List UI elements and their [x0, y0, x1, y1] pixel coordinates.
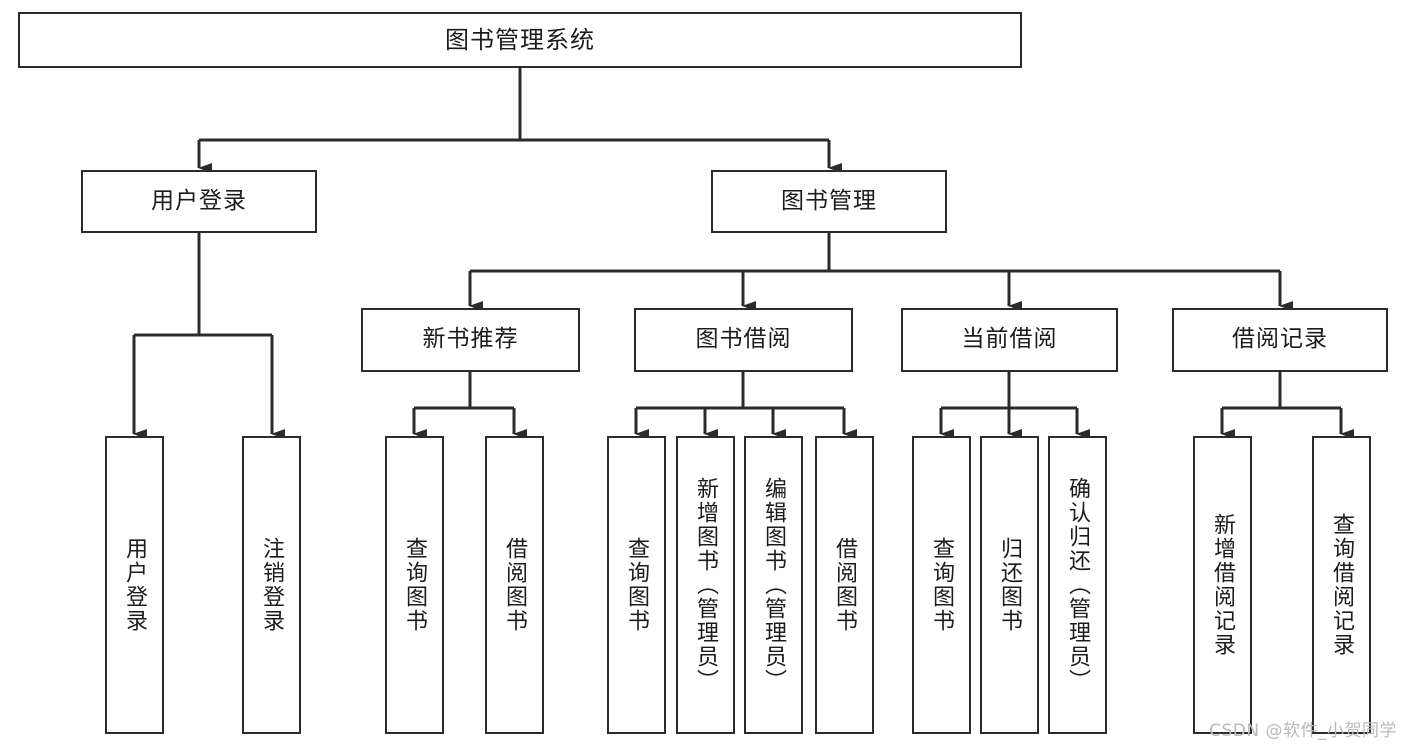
node-label: 确认归还（管理员）: [1065, 477, 1091, 693]
node-current-borrow[interactable]: 当前借阅: [901, 308, 1118, 372]
node-leaf-confirm-return[interactable]: 确认归还（管理员）: [1048, 436, 1107, 734]
node-label: 查询图书: [624, 537, 650, 633]
watermark-text: CSDN @软件_小贺同学: [1209, 721, 1397, 741]
node-label: 借阅记录: [1232, 326, 1328, 353]
node-label: 图书借阅: [695, 326, 792, 353]
node-label: 当前借阅: [961, 326, 1058, 353]
node-leaf-logout[interactable]: 注销登录: [242, 436, 301, 734]
node-label: 归还图书: [997, 537, 1023, 633]
node-leaf-query-borrow-record[interactable]: 查询借阅记录: [1312, 436, 1371, 734]
node-label: 查询图书: [929, 537, 955, 633]
node-leaf-add-book[interactable]: 新增图书（管理员）: [676, 436, 735, 734]
node-label: 新增借阅记录: [1210, 513, 1236, 657]
node-label: 注销登录: [259, 537, 285, 633]
node-root-book-management-system[interactable]: 图书管理系统: [18, 12, 1022, 68]
node-label: 图书管理系统: [445, 25, 595, 54]
node-book-borrow[interactable]: 图书借阅: [634, 308, 853, 372]
node-label: 借阅图书: [832, 537, 858, 633]
node-leaf-user-login[interactable]: 用户登录: [105, 436, 164, 734]
node-label: 图书管理: [781, 187, 877, 214]
node-leaf-borrow-book-2[interactable]: 借阅图书: [815, 436, 874, 734]
node-label: 查询借阅记录: [1329, 513, 1355, 657]
node-leaf-query-book-3[interactable]: 查询图书: [912, 436, 971, 734]
node-label: 借阅图书: [502, 537, 528, 633]
node-leaf-borrow-book-1[interactable]: 借阅图书: [485, 436, 544, 734]
node-label: 新书推荐: [422, 326, 519, 353]
node-new-book-recommend[interactable]: 新书推荐: [361, 308, 580, 372]
node-leaf-add-borrow-record[interactable]: 新增借阅记录: [1193, 436, 1252, 734]
node-leaf-query-book-2[interactable]: 查询图书: [607, 436, 666, 734]
node-label: 编辑图书（管理员）: [761, 477, 787, 693]
node-user-login[interactable]: 用户登录: [81, 170, 317, 233]
node-borrow-record[interactable]: 借阅记录: [1172, 308, 1388, 372]
node-label: 新增图书（管理员）: [693, 477, 719, 693]
node-label: 用户登录: [122, 537, 148, 633]
node-leaf-edit-book[interactable]: 编辑图书（管理员）: [744, 436, 803, 734]
node-label: 用户登录: [151, 187, 247, 214]
node-leaf-return-book[interactable]: 归还图书: [980, 436, 1039, 734]
node-label: 查询图书: [402, 537, 428, 633]
node-leaf-query-book-1[interactable]: 查询图书: [385, 436, 444, 734]
node-book-management[interactable]: 图书管理: [711, 170, 947, 233]
